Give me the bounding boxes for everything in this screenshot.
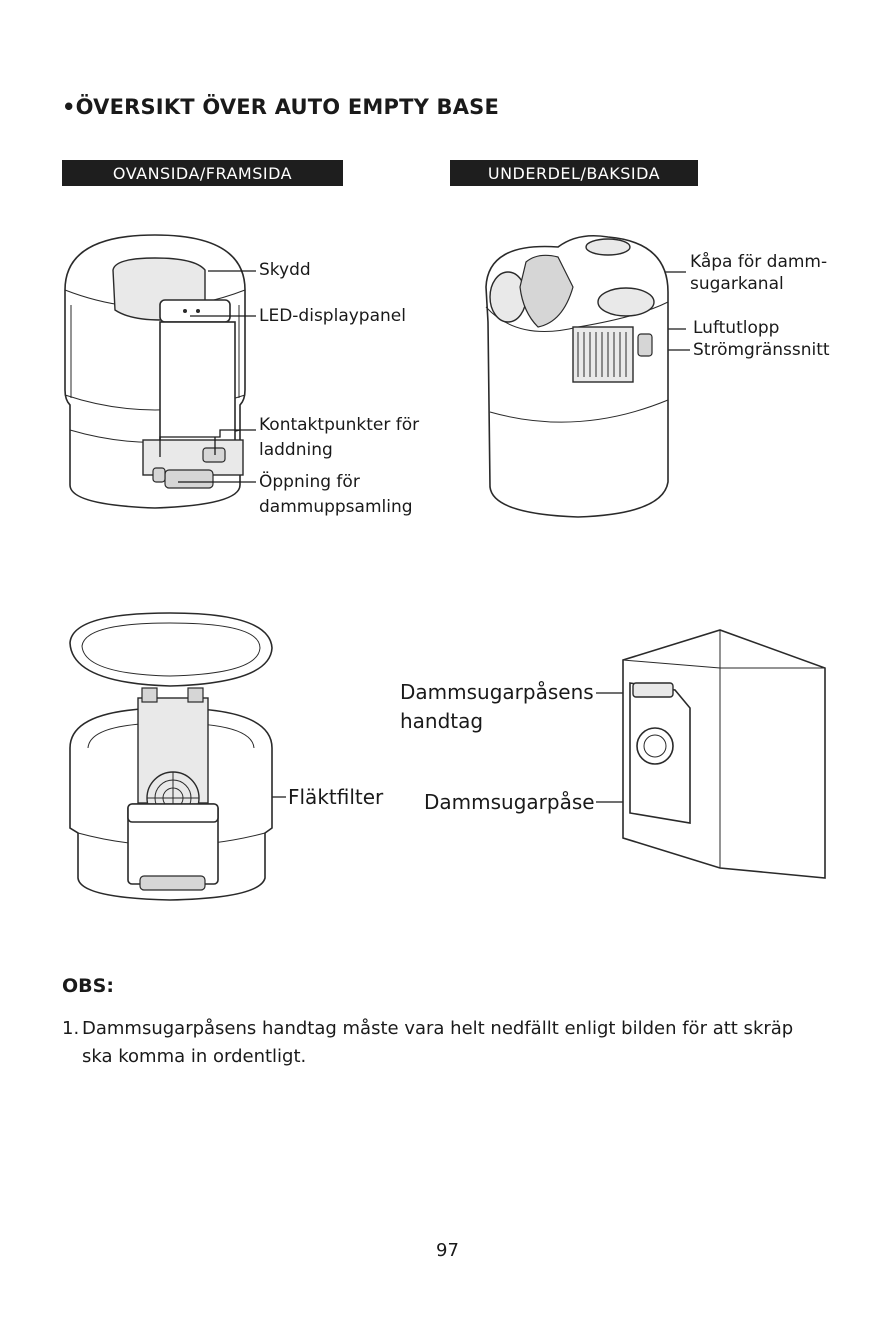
label-fan-filter: Fläktfilter <box>288 783 383 811</box>
label-dust-opening-2: dammuppsamling <box>259 495 413 519</box>
dust-bag-illustration <box>615 628 830 883</box>
label-air-outlet: Luftutlopp <box>693 316 779 340</box>
label-dust-opening-1: Öppning för <box>259 470 360 494</box>
label-duct-cover-2: sugarkanal <box>690 272 784 296</box>
note-heading: OBS: <box>62 975 114 997</box>
label-charging-contacts-1: Kontaktpunkter för <box>259 413 419 437</box>
note-item-number: 1. <box>62 1015 79 1043</box>
label-led-panel: LED-displaypanel <box>259 304 406 328</box>
note-item-1: 1. Dammsugarpåsens handtag måste vara he… <box>62 1015 822 1071</box>
page-number: 97 <box>0 1240 895 1261</box>
label-bag-handle-1: Dammsugarpåsens <box>400 678 594 706</box>
label-cover: Skydd <box>259 258 311 282</box>
note-item-text: Dammsugarpåsens handtag måste vara helt … <box>62 1015 822 1071</box>
label-power-interface: Strömgränssnitt <box>693 338 830 362</box>
label-dust-bag: Dammsugarpåse <box>424 788 595 816</box>
label-charging-contacts-2: laddning <box>259 438 333 462</box>
base-back-illustration <box>478 232 678 522</box>
label-duct-cover-1: Kåpa för damm- <box>690 250 827 274</box>
base-open-illustration <box>60 608 285 903</box>
label-bag-handle-2: handtag <box>400 707 483 735</box>
